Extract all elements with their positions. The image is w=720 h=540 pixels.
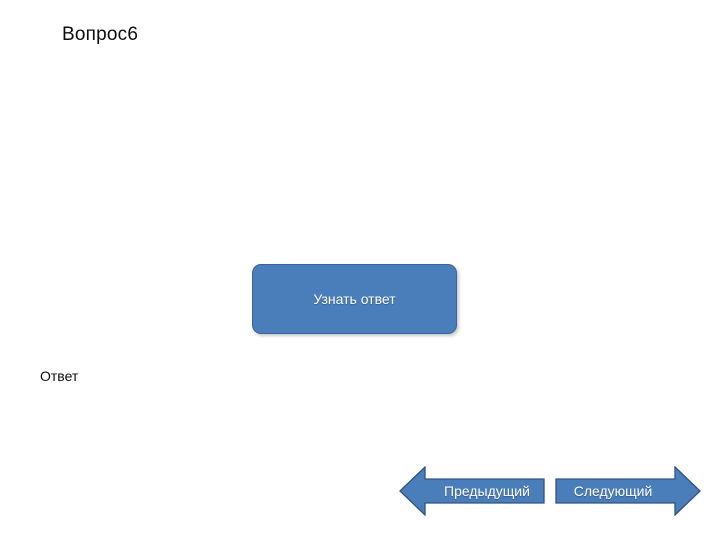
arrow-left-icon	[399, 466, 545, 516]
reveal-answer-button[interactable]: Узнать ответ	[252, 264, 457, 334]
reveal-answer-button-label: Узнать ответ	[313, 291, 396, 307]
page-title: Вопрос6	[62, 24, 139, 45]
answer-label: Ответ	[40, 368, 79, 384]
next-button[interactable]: Следующий	[555, 466, 701, 516]
previous-button[interactable]: Предыдущий	[399, 466, 545, 516]
arrow-right-icon	[555, 466, 701, 516]
